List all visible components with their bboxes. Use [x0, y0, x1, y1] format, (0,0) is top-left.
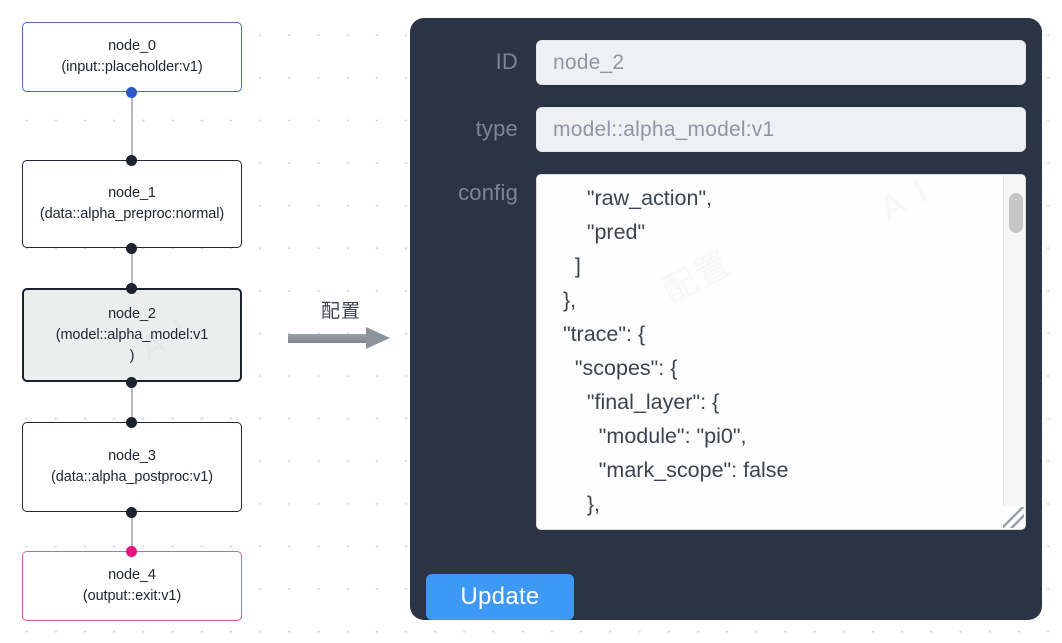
id-field-label: ID [495, 49, 518, 74]
node-handle-source-node_3[interactable] [126, 507, 137, 518]
type-field-label: type [475, 116, 518, 141]
config-field-label: config [458, 180, 518, 205]
edge-node1-node2 [131, 248, 134, 288]
edge-node3-node4 [131, 512, 134, 551]
arrow-shaft [288, 334, 370, 343]
node-label: node_3 (data::alpha_postproc:v1) [51, 448, 213, 485]
edge-node0-node1 [131, 92, 134, 160]
edge-node2-node3 [131, 382, 134, 422]
graph-node-node_3[interactable]: node_3 (data::alpha_postproc:v1) [22, 422, 242, 512]
config-textarea[interactable]: "raw_action", "pred" ] }, "trace": { "sc… [562, 186, 789, 529]
arrow-annotation-label: 配置 [320, 300, 361, 322]
node-label: node_4 (output::exit:v1) [82, 567, 182, 604]
node-handle-target-node_3[interactable] [126, 417, 137, 428]
type-input[interactable]: model::alpha_model:v1 [536, 107, 1026, 152]
config-scrollbar-thumb[interactable] [1009, 193, 1023, 233]
arrow-head [366, 327, 390, 349]
field-row-type: type model::alpha_model:v1 [426, 107, 1026, 152]
node-handle-source-node_2[interactable] [126, 377, 137, 388]
node-handle-target-node_4[interactable] [126, 546, 137, 557]
node-handle-source-node_1[interactable] [126, 243, 137, 254]
update-button[interactable]: Update [426, 574, 574, 620]
node-config-panel: ID node_2 type model::alpha_model:v1 con… [410, 18, 1042, 620]
node-handle-source-node_0[interactable] [126, 87, 137, 98]
node-handle-target-node_1[interactable] [126, 155, 137, 166]
node-label: node_2 (model::alpha_model:v1 ) [55, 305, 209, 364]
graph-node-node_0[interactable]: node_0 (input::placeholder:v1) [22, 22, 242, 92]
field-row-id: ID node_2 [426, 40, 1026, 85]
config-textarea-wrapper: "raw_action", "pred" ] }, "trace": { "sc… [536, 174, 1026, 530]
config-scrollbar[interactable] [1003, 175, 1025, 506]
field-row-config: config "raw_action", "pred" ] }, "trace"… [426, 174, 1026, 530]
node-label: node_1 (data::alpha_preproc:normal) [39, 185, 225, 222]
graph-node-node_2[interactable]: node_2 (model::alpha_model:v1 ) [22, 288, 242, 382]
graph-node-node_1[interactable]: node_1 (data::alpha_preproc:normal) [22, 160, 242, 248]
node-label: node_0 (input::placeholder:v1) [61, 38, 203, 75]
node-handle-target-node_2[interactable] [126, 283, 137, 294]
graph-node-node_4[interactable]: node_4 (output::exit:v1) [22, 551, 242, 621]
resize-grip-icon[interactable] [1003, 507, 1024, 528]
config-arrow-annotation: 配置 [288, 296, 394, 349]
right-arrow-icon [288, 327, 394, 349]
id-input[interactable]: node_2 [536, 40, 1026, 85]
